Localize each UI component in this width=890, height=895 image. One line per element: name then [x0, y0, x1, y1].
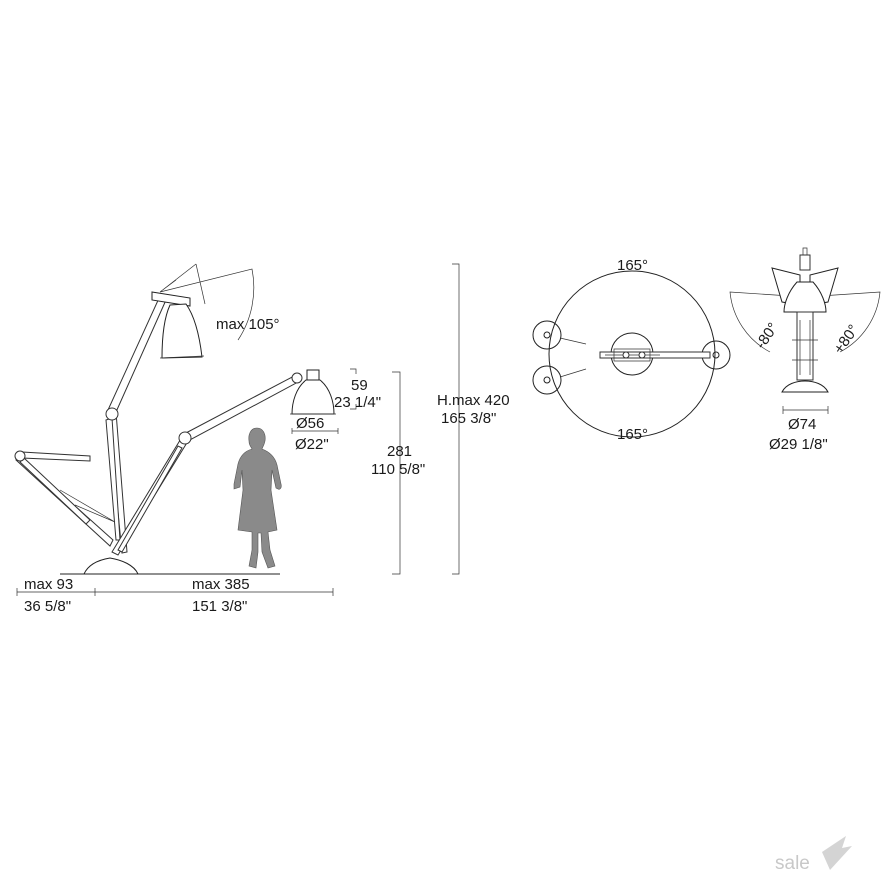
human-figure-silhouette	[233, 427, 282, 569]
shade-height-cm: 59	[351, 377, 368, 394]
arm-top-view	[599, 348, 711, 362]
base-diameter-in: Ø29 1/8"	[769, 436, 828, 453]
rotation-top-label: 165°	[617, 257, 648, 274]
shade-height-dimension: 59 23 1/4"	[334, 368, 381, 411]
height-in: 110 5/8"	[371, 461, 425, 478]
shade-position-lower	[532, 365, 562, 395]
lamp-base	[83, 557, 139, 575]
extended-lamp-shade	[290, 369, 336, 415]
front-reach-cm: max 385	[192, 576, 250, 593]
height-dimension: 281 110 5/8"	[371, 371, 425, 575]
height-cm: 281	[387, 443, 412, 460]
max-height-dimension: H.max 420 165 3/8"	[437, 263, 510, 575]
tilt-sector-left	[729, 291, 806, 353]
reach-dimension: max 93 36 5/8" max 385 151 3/8"	[16, 576, 334, 615]
max-height-in: 165 3/8"	[441, 410, 496, 427]
shade-diameter-in: Ø22"	[295, 436, 329, 453]
tilt-left-label: -80°	[752, 320, 782, 352]
raised-lamp-shade	[151, 291, 205, 359]
rotation-circle	[548, 270, 716, 438]
front-base	[781, 380, 829, 393]
back-reach-cm: max 93	[24, 576, 73, 593]
back-lamp-arm	[14, 450, 116, 547]
watermark-logo: sale	[775, 836, 852, 874]
tilt-range-outline	[195, 263, 206, 305]
rotation-bottom-label: 165°	[617, 426, 648, 443]
base-diameter-cm: Ø74	[788, 416, 816, 433]
top-view: 165° 165°	[532, 257, 731, 443]
max-height-cm: H.max 420	[437, 392, 510, 409]
extended-lamp-arm	[111, 372, 303, 556]
tilt-range-arc	[159, 263, 255, 341]
side-view: 59 23 1/4" Ø56 Ø22" 281 110 5/8" max 93 …	[14, 263, 425, 615]
front-reach-in: 151 3/8"	[192, 598, 247, 615]
front-shade-center	[783, 281, 827, 313]
shade-height-in: 23 1/4"	[334, 394, 381, 411]
tilt-angle-label: max 105°	[216, 316, 280, 333]
shade-diameter-cm: Ø56	[296, 415, 324, 432]
shade-position-upper	[532, 320, 562, 350]
front-view: -80° +80° Ø74 Ø29 1/8"	[729, 247, 881, 453]
watermark-text: sale	[775, 853, 810, 874]
tilt-sector-right	[804, 291, 881, 353]
back-reach-in: 36 5/8"	[24, 598, 71, 615]
shade-diameter-dimension: Ø56 Ø22"	[291, 415, 339, 453]
front-stem	[796, 254, 814, 381]
